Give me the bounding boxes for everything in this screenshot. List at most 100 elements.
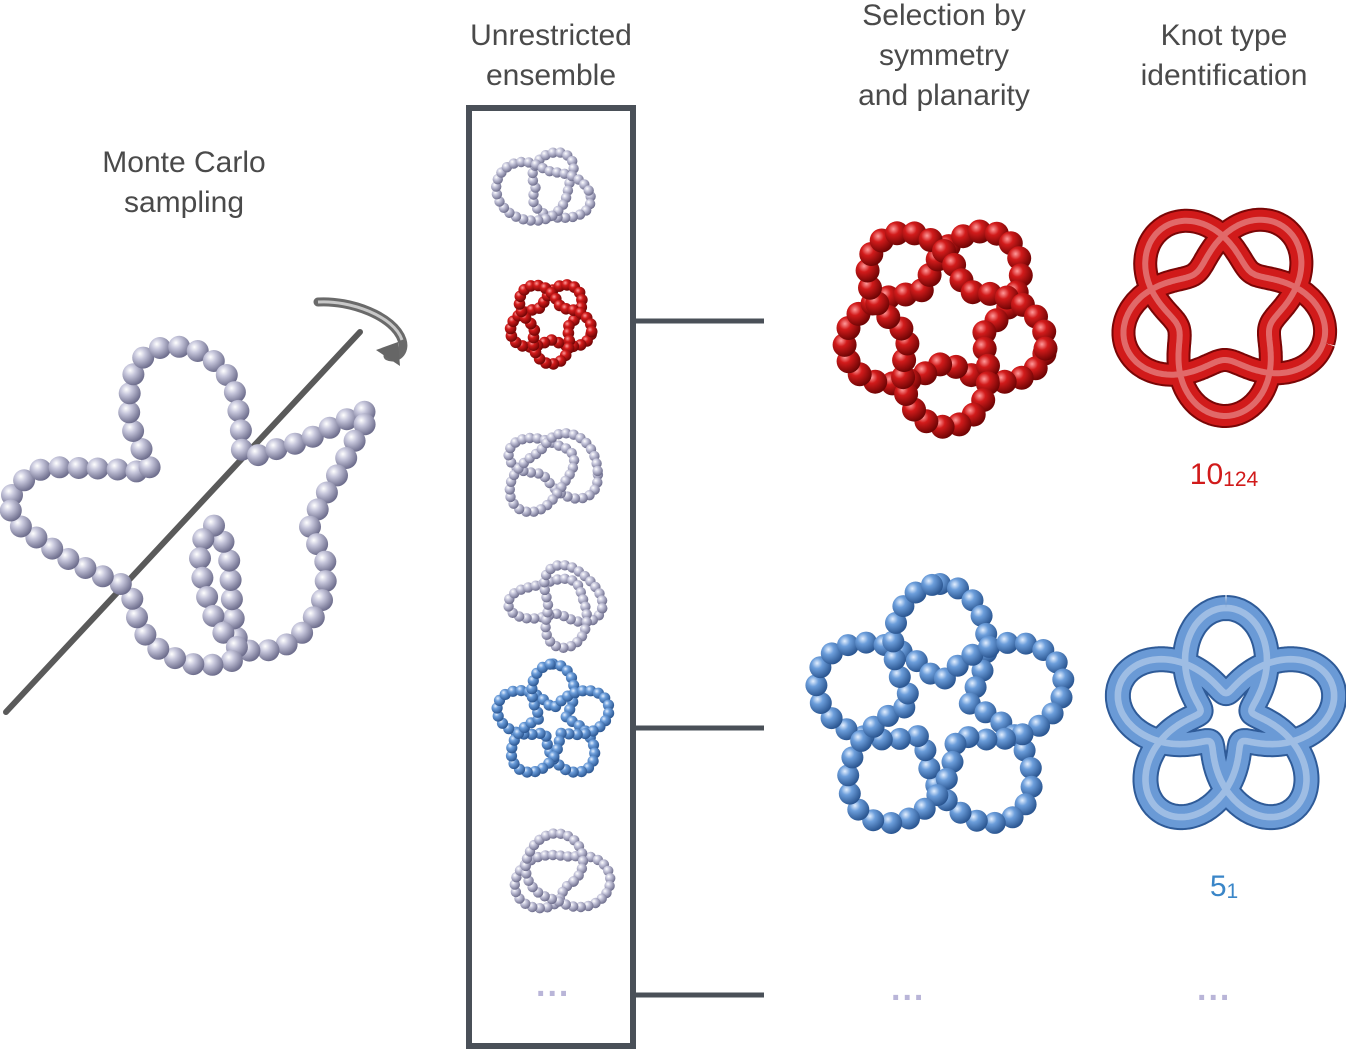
selected-blue-knot xyxy=(805,573,1075,834)
bead xyxy=(970,604,993,627)
monte-carlo-line2: sampling xyxy=(123,186,245,219)
bead xyxy=(491,189,503,200)
bead xyxy=(326,464,348,487)
bead xyxy=(67,457,90,479)
bead xyxy=(577,685,589,697)
bead xyxy=(134,623,157,646)
bead xyxy=(562,851,574,862)
bead xyxy=(976,353,1000,378)
bead xyxy=(947,577,969,600)
bead xyxy=(106,458,129,481)
bead xyxy=(841,746,864,769)
bead xyxy=(548,828,559,839)
bead xyxy=(189,547,211,570)
bead xyxy=(335,447,358,469)
selection-line1: Selection by xyxy=(862,0,1026,32)
bead xyxy=(311,589,333,612)
ensemble-item-1 xyxy=(491,147,596,226)
bead xyxy=(13,469,36,492)
bead xyxy=(275,633,298,656)
ellipsis-knot-type: ... xyxy=(1197,970,1232,1008)
bead xyxy=(888,666,911,688)
bead xyxy=(41,537,64,560)
bead xyxy=(529,613,540,624)
bead xyxy=(299,515,321,538)
bead xyxy=(91,565,114,588)
bead xyxy=(1011,723,1034,746)
bead xyxy=(544,658,556,670)
bead xyxy=(809,692,832,714)
bead xyxy=(201,653,224,676)
bead xyxy=(583,185,594,196)
bead xyxy=(227,399,250,422)
bead xyxy=(164,647,186,670)
selection-line2: symmetry xyxy=(879,39,1009,72)
bead xyxy=(529,766,541,778)
bead xyxy=(577,492,588,504)
bead xyxy=(219,569,242,591)
bead-chains xyxy=(0,147,1075,914)
bead xyxy=(1050,686,1073,709)
bead xyxy=(528,506,539,517)
bead xyxy=(533,215,544,226)
bead xyxy=(1033,336,1058,361)
ensemble-frame xyxy=(466,105,636,1049)
bead xyxy=(1052,668,1075,691)
bead xyxy=(540,850,551,861)
bead xyxy=(126,606,148,629)
bead xyxy=(971,659,994,682)
bead xyxy=(1028,714,1051,737)
knot-label-blue: 51 xyxy=(1144,870,1304,904)
bead xyxy=(196,586,219,608)
bead xyxy=(306,533,329,556)
ellipsis-selection: ... xyxy=(891,970,926,1008)
bead xyxy=(25,526,48,549)
selected-red-knot xyxy=(832,219,1058,439)
bead xyxy=(121,587,144,610)
bead xyxy=(318,416,341,439)
bead xyxy=(944,732,967,755)
bead xyxy=(223,381,246,404)
bead xyxy=(542,607,553,618)
bead xyxy=(301,425,324,448)
bead xyxy=(306,498,329,521)
bead xyxy=(883,648,906,671)
bead xyxy=(880,812,903,834)
bead xyxy=(74,557,97,579)
bead xyxy=(575,766,588,778)
bead xyxy=(605,873,616,884)
bead xyxy=(542,902,553,913)
bead xyxy=(904,581,927,604)
bead xyxy=(229,419,252,442)
bead xyxy=(507,685,519,697)
bead xyxy=(122,363,145,386)
bead xyxy=(215,364,238,386)
bead xyxy=(284,432,306,455)
bead xyxy=(960,280,985,305)
bead xyxy=(86,457,109,480)
bead xyxy=(526,728,538,741)
bead xyxy=(552,560,563,571)
bead xyxy=(592,465,603,477)
bead xyxy=(202,350,225,372)
bead xyxy=(182,653,205,676)
bead xyxy=(541,629,552,640)
bead xyxy=(57,548,80,570)
bead xyxy=(505,491,516,503)
bead xyxy=(314,570,337,593)
bead xyxy=(921,573,943,596)
bead xyxy=(978,635,1001,658)
bead xyxy=(202,604,225,627)
bead xyxy=(888,727,911,750)
bead xyxy=(524,432,535,444)
unrestricted-line2: ensemble xyxy=(485,59,617,92)
bead xyxy=(220,588,243,611)
bead xyxy=(132,346,155,369)
ellipsis-ensemble: ... xyxy=(536,966,571,1004)
bead xyxy=(596,595,608,606)
bead xyxy=(602,699,615,711)
axis-rod xyxy=(3,329,363,715)
bead xyxy=(837,634,859,657)
bead xyxy=(533,468,544,479)
bead xyxy=(1001,806,1024,829)
